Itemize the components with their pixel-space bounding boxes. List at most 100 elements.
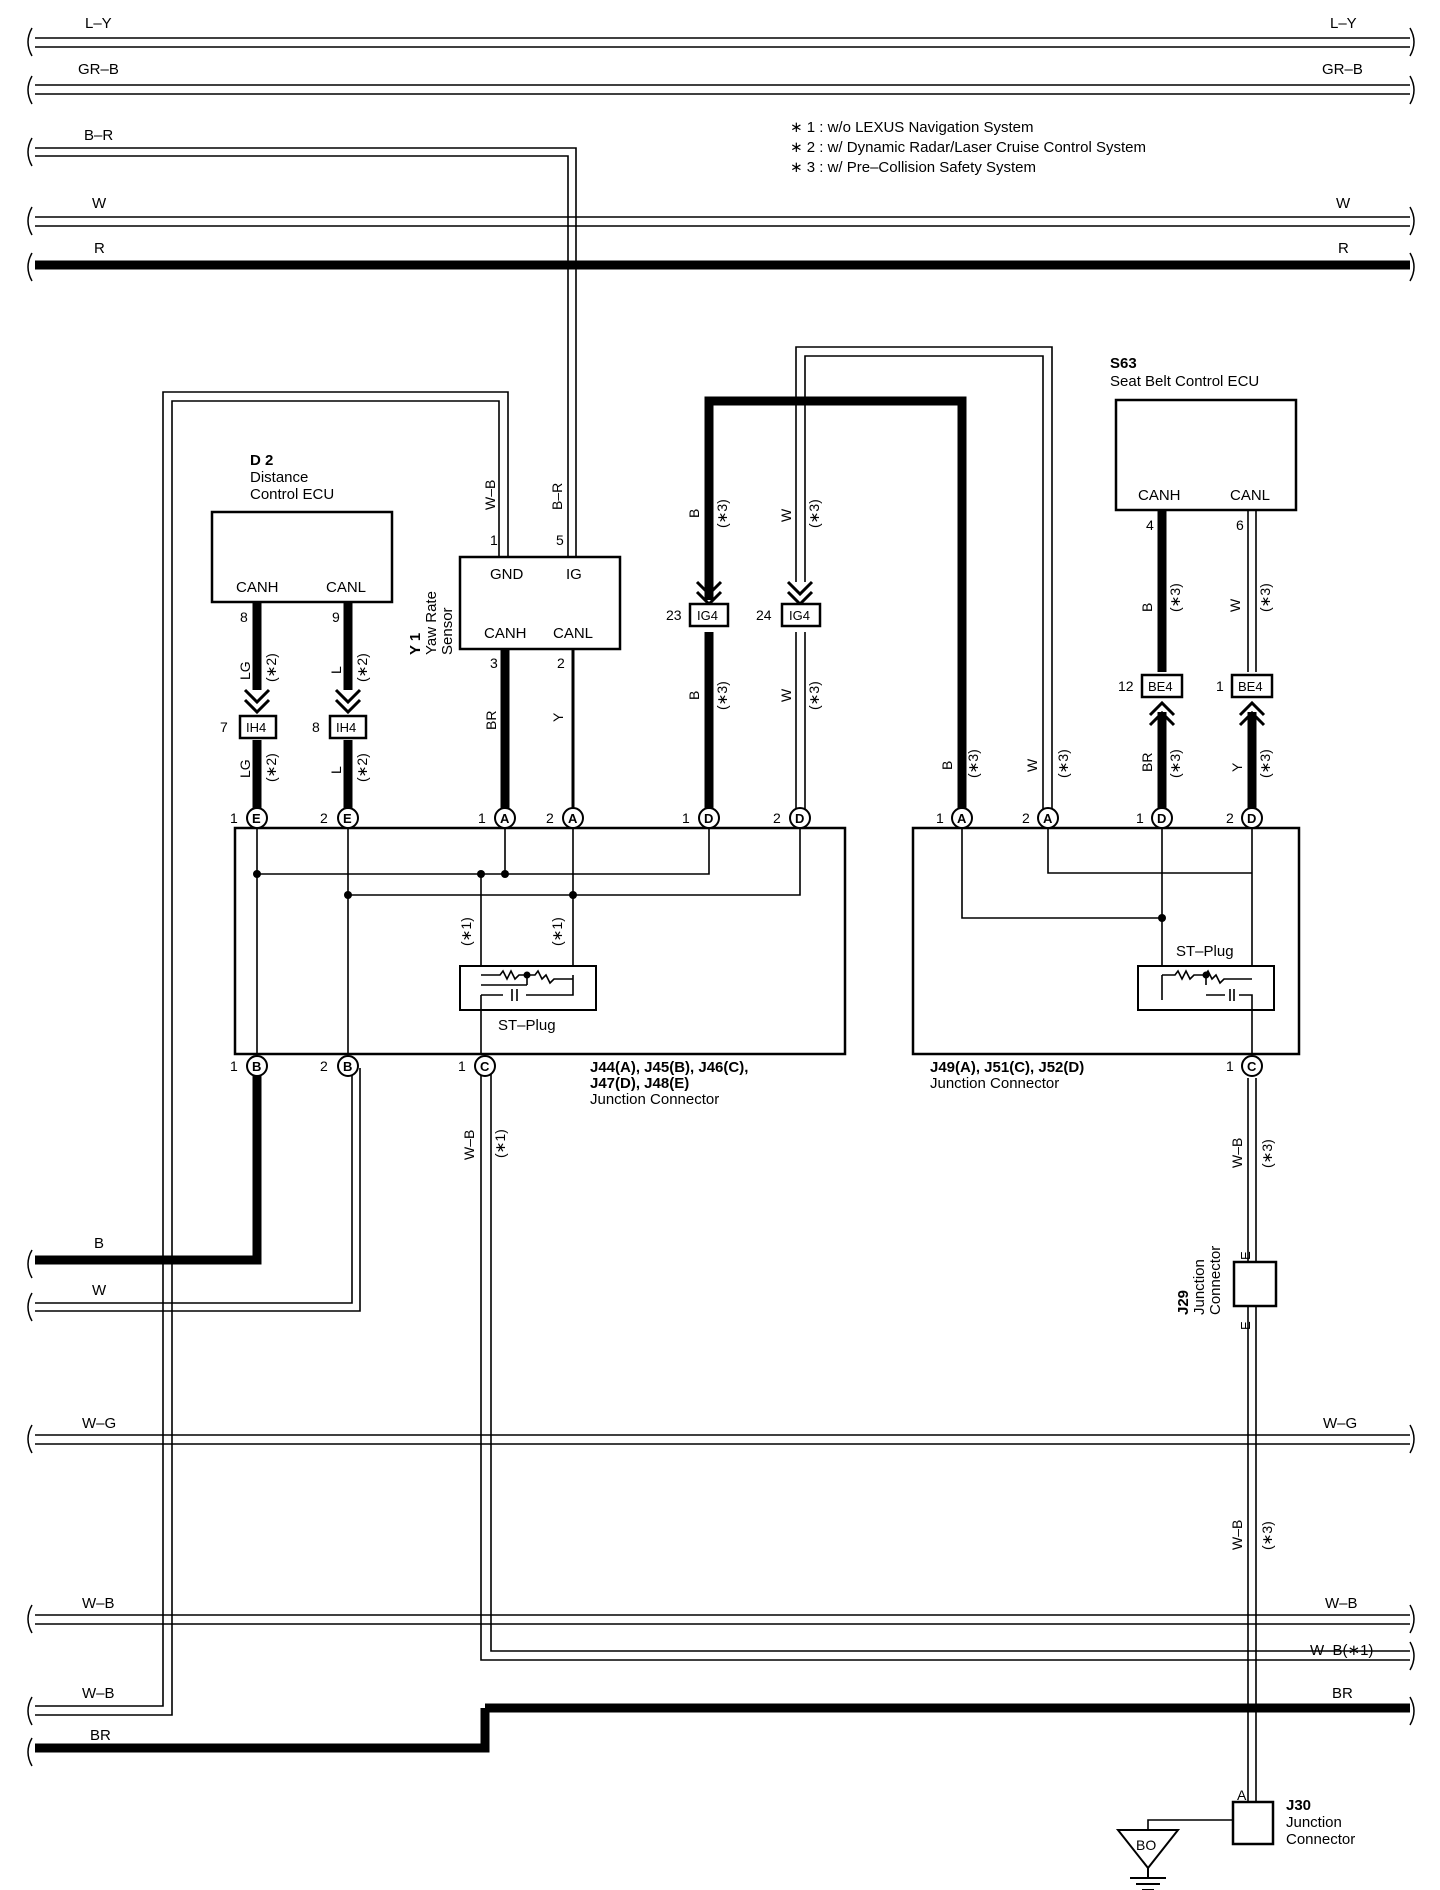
svg-text:1: 1 [230,810,238,826]
svg-text:CANH: CANH [484,625,527,642]
wire-wg [35,1434,1410,1445]
label-wb-right: W–B [1325,1595,1358,1612]
svg-text:J47(D), J48(E): J47(D), J48(E) [590,1075,689,1092]
svg-text:1: 1 [936,810,944,826]
svg-text:B–R: B–R [549,483,565,510]
svg-text:(∗2): (∗2) [263,653,279,682]
svg-text:Distance: Distance [250,469,308,486]
label-br-right: BR [1332,1685,1353,1702]
label-w-right: W [1336,195,1351,212]
j29-j30-wires [1147,1078,1257,1830]
svg-text:1: 1 [1216,678,1224,694]
svg-text:GND: GND [490,566,524,583]
svg-text:(∗3): (∗3) [714,681,730,710]
svg-text:(∗3): (∗3) [1259,1139,1275,1168]
s63-wires [1148,510,1266,810]
svg-text:J44(A), J45(B), J46(C),: J44(A), J45(B), J46(C), [590,1059,748,1076]
svg-text:1: 1 [458,1058,466,1074]
svg-text:L: L [328,766,344,774]
wire-br-top [35,147,577,560]
ig4-wire-labels: B (∗3) W (∗3) B (∗3) W (∗3) B (∗3) W (∗3… [686,499,1071,778]
svg-text:(∗3): (∗3) [1257,583,1273,612]
svg-text:(∗3): (∗3) [1167,583,1183,612]
wire-wb-left [35,391,509,1716]
j30-connector: A J30 Junction Connector [1231,1787,1355,1848]
svg-text:Sensor: Sensor [439,607,456,655]
svg-text:D: D [704,811,713,826]
wire-wb [35,1614,1410,1625]
svg-text:(∗2): (∗2) [354,753,370,782]
y1-sensor: GND IG CANH CANL 1 5 3 2 Y 1 Yaw Rate Se… [407,480,622,671]
s63-wire-labels: B (∗3) W (∗3) BR (∗3) Y (∗3) [1139,583,1273,778]
note-1: ∗ 1 : w/o LEXUS Navigation System [790,119,1034,136]
j29-connector: E E J29 Junction Connector [1175,1246,1278,1330]
svg-text:BE4: BE4 [1148,679,1173,694]
svg-text:BO: BO [1136,1837,1156,1853]
svg-text:2: 2 [557,655,565,671]
svg-text:Yaw Rate: Yaw Rate [423,591,440,655]
svg-text:C: C [1247,1059,1257,1074]
svg-text:IH4: IH4 [246,720,266,735]
label-br-left: BR [90,1727,111,1744]
svg-text:A: A [500,811,510,826]
svg-text:BE4: BE4 [1238,679,1263,694]
svg-text:Junction Connector: Junction Connector [590,1091,719,1108]
svg-text:BR: BR [483,711,499,730]
svg-text:Junction Connector: Junction Connector [930,1075,1059,1092]
wire-w-left [35,1068,361,1312]
svg-text:CANL: CANL [1230,487,1270,504]
svg-text:CANH: CANH [236,579,279,596]
wire-grb [35,84,1410,95]
svg-text:8: 8 [240,609,248,625]
label-wg-left: W–G [82,1415,116,1432]
wire-b-left [35,1068,262,1265]
label-w-left: W [92,195,107,212]
svg-text:(∗3): (∗3) [714,499,730,528]
svg-text:D: D [1247,811,1256,826]
svg-text:IG4: IG4 [697,608,718,623]
svg-text:J49(A), J51(C), J52(D): J49(A), J51(C), J52(D) [930,1059,1084,1076]
svg-text:24: 24 [756,607,772,623]
svg-text:2: 2 [320,810,328,826]
ig4-connectors: IG4 IG4 23 24 [666,602,822,628]
svg-text:7: 7 [220,719,228,735]
svg-text:CANL: CANL [326,579,366,596]
bus-wires [35,37,1410,1753]
svg-text:1: 1 [1136,810,1144,826]
svg-text:B: B [939,761,955,770]
jc-left-pins: E E A A D D B B C 1 2 1 2 1 2 1 2 1 [230,807,811,1077]
y1-wires [500,649,575,810]
svg-text:IH4: IH4 [336,720,356,735]
svg-text:CANL: CANL [553,625,593,642]
svg-text:C: C [480,1059,490,1074]
svg-text:2: 2 [773,810,781,826]
svg-text:(∗3): (∗3) [806,681,822,710]
svg-text:CANH: CANH [1138,487,1181,504]
svg-text:W–B: W–B [482,480,498,510]
wire-br-left [35,1708,490,1753]
label-wg-right: W–G [1323,1415,1357,1432]
y1-wire-labels: BR Y [483,711,566,730]
ih4-connectors: IH4 IH4 7 8 [220,714,368,740]
svg-text:J30: J30 [1286,1797,1311,1814]
d2-wires [243,602,362,810]
svg-text:BR: BR [1139,753,1155,772]
svg-text:Control ECU: Control ECU [250,486,334,503]
label-ly-right: L–Y [1330,15,1357,32]
label-ly-left: L–Y [85,15,112,32]
svg-text:E: E [1238,1251,1253,1260]
svg-text:8: 8 [312,719,320,735]
d2-ecu: D 2 Distance Control ECU CANH CANL 8 9 [210,452,394,625]
svg-text:(∗3): (∗3) [965,749,981,778]
svg-text:A: A [1237,1787,1247,1803]
label-r-right: R [1338,240,1349,257]
svg-text:E: E [252,811,261,826]
svg-text:W: W [778,508,794,522]
edge-labels: L–Y L–Y GR–B GR–B B–R W W R R B W W–G W–… [78,15,1373,1744]
svg-text:LG: LG [237,661,253,680]
svg-text:E: E [1238,1321,1253,1330]
svg-text:Connector: Connector [1286,1831,1355,1848]
svg-text:Y 1: Y 1 [407,633,424,655]
svg-text:B: B [686,509,702,518]
